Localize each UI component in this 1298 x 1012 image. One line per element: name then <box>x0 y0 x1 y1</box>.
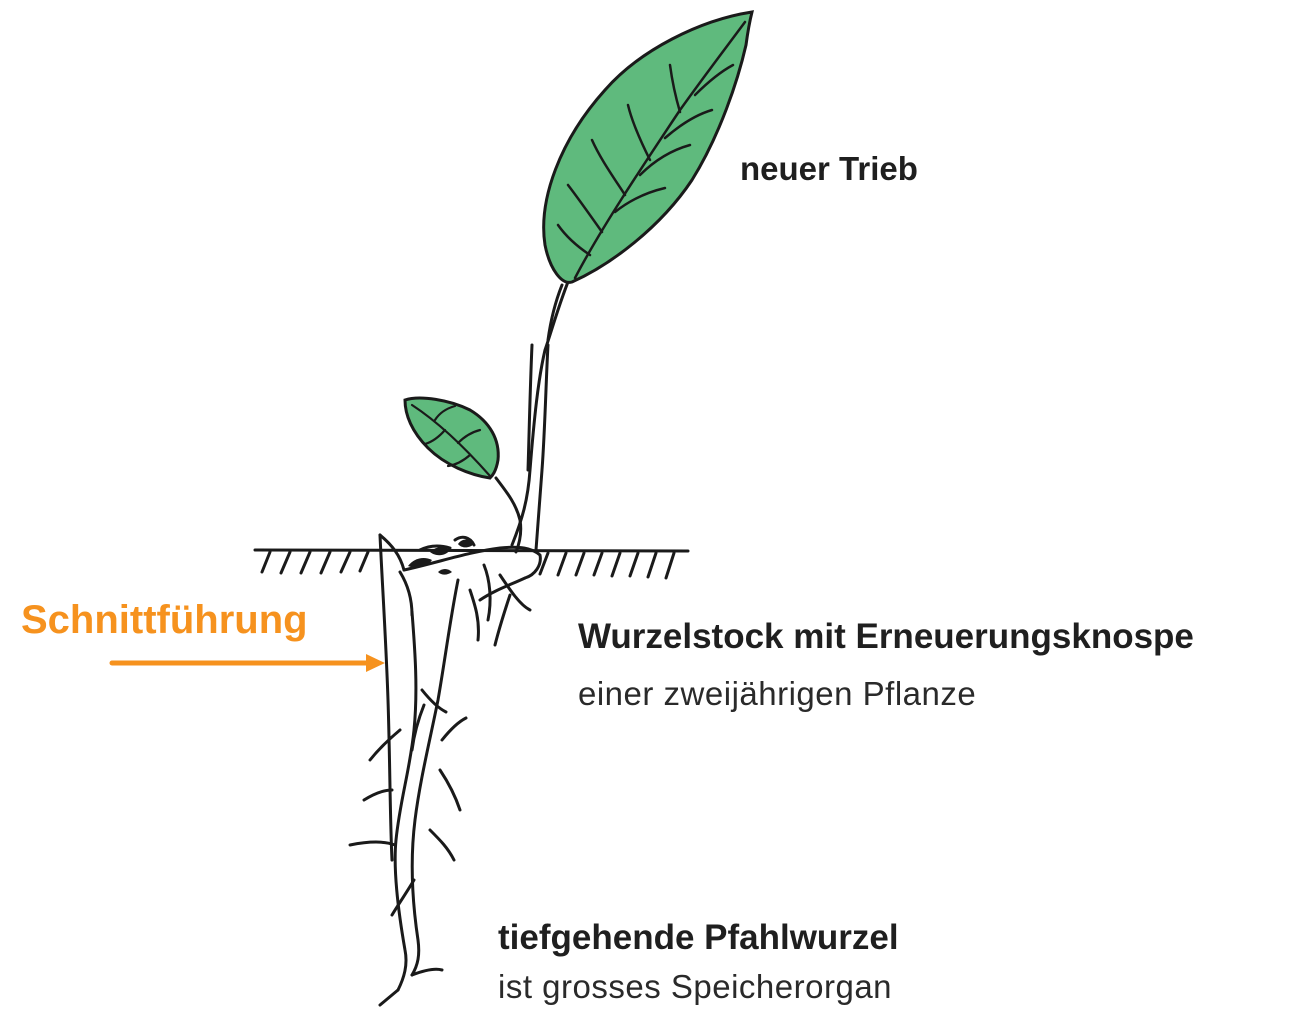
label-taproot-subtitle: ist grosses Speicherorgan <box>498 968 892 1006</box>
small-leaf <box>405 398 498 478</box>
label-rootstock-title: Wurzelstock mit Erneuerungsknospe <box>578 617 1194 657</box>
label-cut-line: Schnittführung <box>21 598 308 643</box>
plant-stem <box>496 272 572 552</box>
taproot <box>350 580 466 1005</box>
label-new-shoot: neuer Trieb <box>740 150 918 188</box>
label-taproot-title: tiefgehende Pfahlwurzel <box>498 918 899 958</box>
cut-arrow <box>112 654 385 672</box>
label-rootstock-subtitle: einer zweijährigen Pflanze <box>578 675 976 713</box>
large-leaf <box>544 12 752 282</box>
